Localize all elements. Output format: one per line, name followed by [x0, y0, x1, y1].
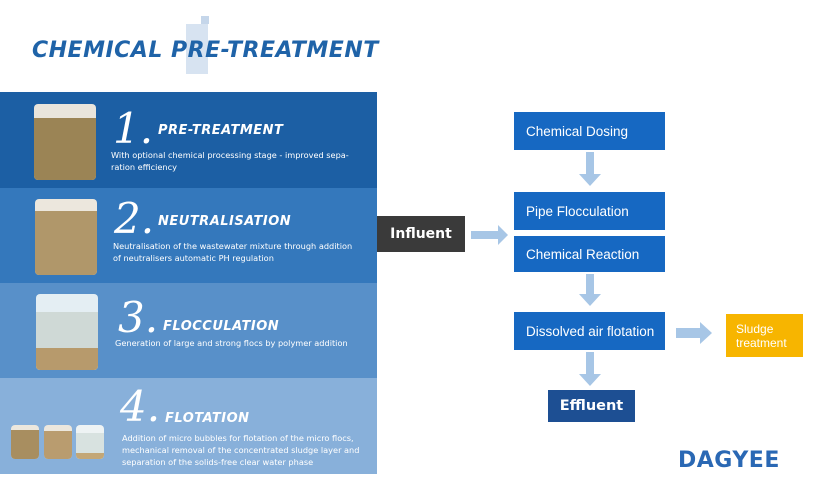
step-4-jar-image-2: [44, 425, 72, 459]
sludge-treatment-box: Sludge treatment: [726, 314, 803, 357]
effluent-label: Effluent: [548, 390, 635, 422]
step-1-panel: 1. PRE-TREATMENT With optional chemical …: [0, 92, 377, 188]
step-1-heading: PRE-TREATMENT: [158, 123, 284, 138]
step-3-heading: FLOCCULATION: [163, 319, 280, 334]
step-2-description: Neutralisation of the wastewater mixture…: [113, 240, 373, 264]
step-2-heading: NEUTRALISATION: [158, 214, 292, 229]
step-3-panel: 3. FLOCCULATION Generation of large and …: [0, 283, 377, 378]
arrow-down-icon: [579, 352, 601, 386]
step-4-jar-image-3: [76, 425, 104, 459]
step-2-panel: 2. NEUTRALISATION Neutralisation of the …: [0, 188, 377, 283]
step-2-desc-line: of neutralisers automatic PH regulation: [113, 253, 274, 263]
step-4-desc-line: separation of the solids-free clear wate…: [122, 457, 314, 467]
brand-logo: DAGYEE: [678, 448, 780, 473]
page-title: CHEMICAL PRE-TREATMENT: [32, 38, 379, 63]
step-4-description: Addition of micro bubbles for flotation …: [122, 432, 372, 468]
step-1-jar-image: [34, 104, 96, 180]
arrow-down-icon: [579, 152, 601, 186]
title-decoration-small: [201, 16, 209, 24]
step-2-number: 2.: [114, 194, 155, 243]
sludge-label-line: treatment: [736, 336, 787, 350]
step-3-number: 3.: [118, 293, 159, 342]
pipe-flocculation-box: Pipe Flocculation: [514, 192, 665, 230]
step-3-jar-image: [36, 294, 98, 370]
step-4-number: 4.: [120, 382, 161, 431]
step-1-desc-line: ration efficiency: [111, 162, 177, 172]
influent-label: Influent: [377, 216, 465, 252]
chemical-dosing-box: Chemical Dosing: [514, 112, 665, 150]
chemical-reaction-box: Chemical Reaction: [514, 236, 665, 272]
arrow-right-icon: [676, 322, 712, 344]
step-2-jar-image: [35, 199, 97, 275]
step-1-description: With optional chemical processing stage …: [111, 149, 371, 173]
dissolved-air-flotation-box: Dissolved air flotation: [514, 312, 665, 350]
step-1-desc-line: With optional chemical processing stage …: [111, 150, 349, 160]
sludge-label-line: Sludge: [736, 322, 774, 336]
step-4-panel: 4. FLOTATION Addition of micro bubbles f…: [0, 378, 377, 474]
step-4-heading: FLOTATION: [165, 411, 250, 426]
step-3-desc-line: Generation of large and strong flocs by …: [115, 338, 348, 348]
step-3-description: Generation of large and strong flocs by …: [115, 337, 375, 349]
step-1-number: 1.: [113, 104, 154, 153]
arrow-down-icon: [579, 274, 601, 306]
title-decoration: [186, 24, 208, 74]
step-4-jar-image-1: [11, 425, 39, 459]
arrow-right-icon: [471, 225, 508, 245]
step-2-desc-line: Neutralisation of the wastewater mixture…: [113, 241, 353, 251]
step-4-desc-line: mechanical removal of the concentrated s…: [122, 445, 360, 455]
step-4-desc-line: Addition of micro bubbles for flotation …: [122, 433, 354, 443]
